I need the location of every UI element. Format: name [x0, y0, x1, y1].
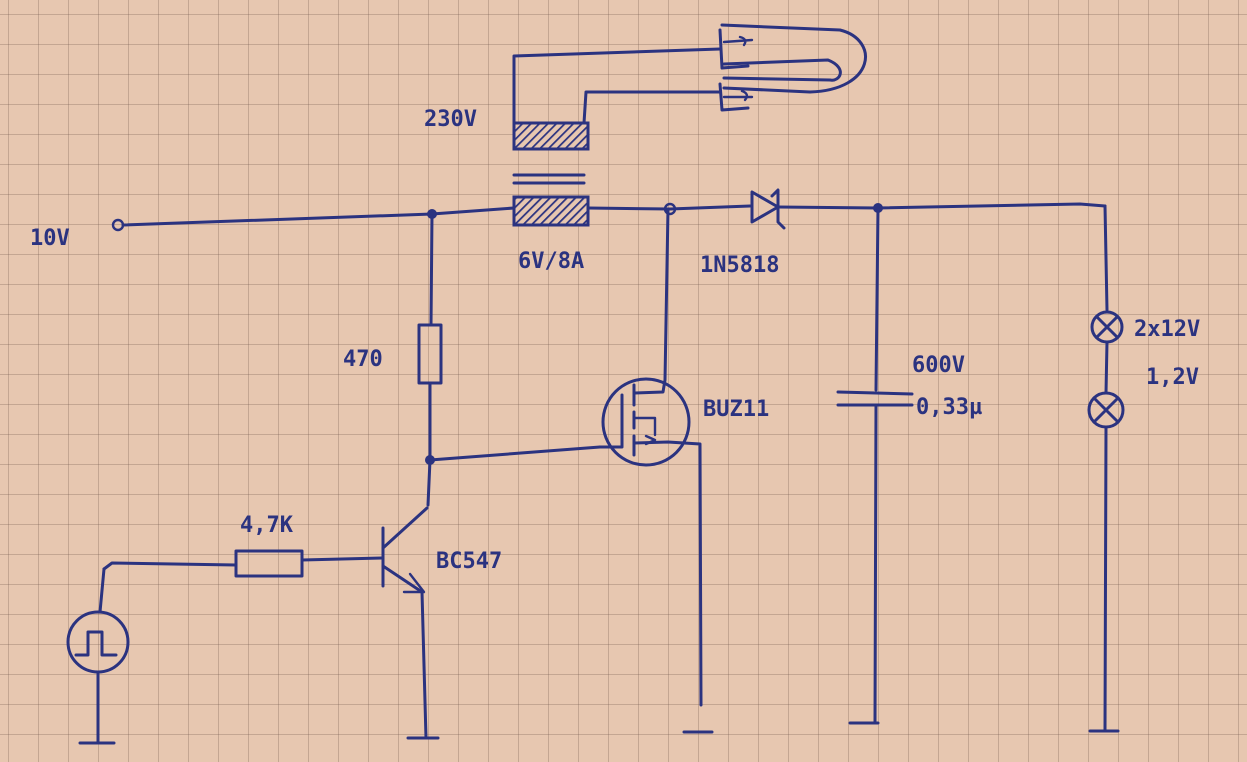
primary-lead-right	[582, 90, 722, 125]
label-lamps-count: 2x12V	[1134, 317, 1200, 342]
470-to-collector-wire	[426, 381, 432, 507]
label-capacitor-voltage: 600V	[912, 353, 965, 378]
gate-drive-wire	[428, 445, 602, 462]
top-rail-wire	[121, 206, 516, 227]
lamp-string	[1087, 204, 1125, 732]
mains-plug	[718, 23, 867, 112]
output-rail-wire	[776, 202, 1107, 210]
schottky-diode	[750, 188, 786, 230]
resistor-4k7	[234, 549, 304, 578]
label-capacitor-value: 0,33µ	[916, 395, 982, 420]
secondary-to-diode-wire	[586, 204, 752, 211]
source-to-resistor-wire	[102, 561, 238, 571]
label-lamps-power: 1,2V	[1146, 365, 1199, 390]
transistor-bc547	[381, 506, 429, 740]
capacitor-033u	[836, 206, 914, 724]
transformer-secondary-winding	[512, 195, 590, 227]
mosfet-buz11	[598, 207, 703, 707]
label-transformer-primary: 230V	[424, 107, 477, 132]
rail-to-470-wire	[429, 212, 434, 327]
label-transistor: BC547	[436, 549, 502, 574]
lamp-1	[1090, 310, 1124, 344]
label-input-voltage: 10V	[30, 226, 70, 251]
label-mosfet: BUZ11	[703, 397, 769, 422]
label-diode: 1N5818	[700, 253, 779, 278]
label-transformer-secondary: 6V/8A	[518, 249, 584, 274]
transformer	[512, 121, 590, 227]
drain-tap-node	[663, 202, 677, 216]
base-wire	[300, 556, 385, 562]
primary-lead-left	[512, 47, 722, 125]
transformer-primary-winding	[512, 121, 590, 151]
resistor-470	[417, 323, 443, 385]
label-resistor-470: 470	[343, 347, 383, 372]
lamp-2	[1087, 391, 1125, 429]
label-resistor-4k7: 4,7K	[240, 513, 294, 538]
square-wave-source	[66, 567, 130, 744]
